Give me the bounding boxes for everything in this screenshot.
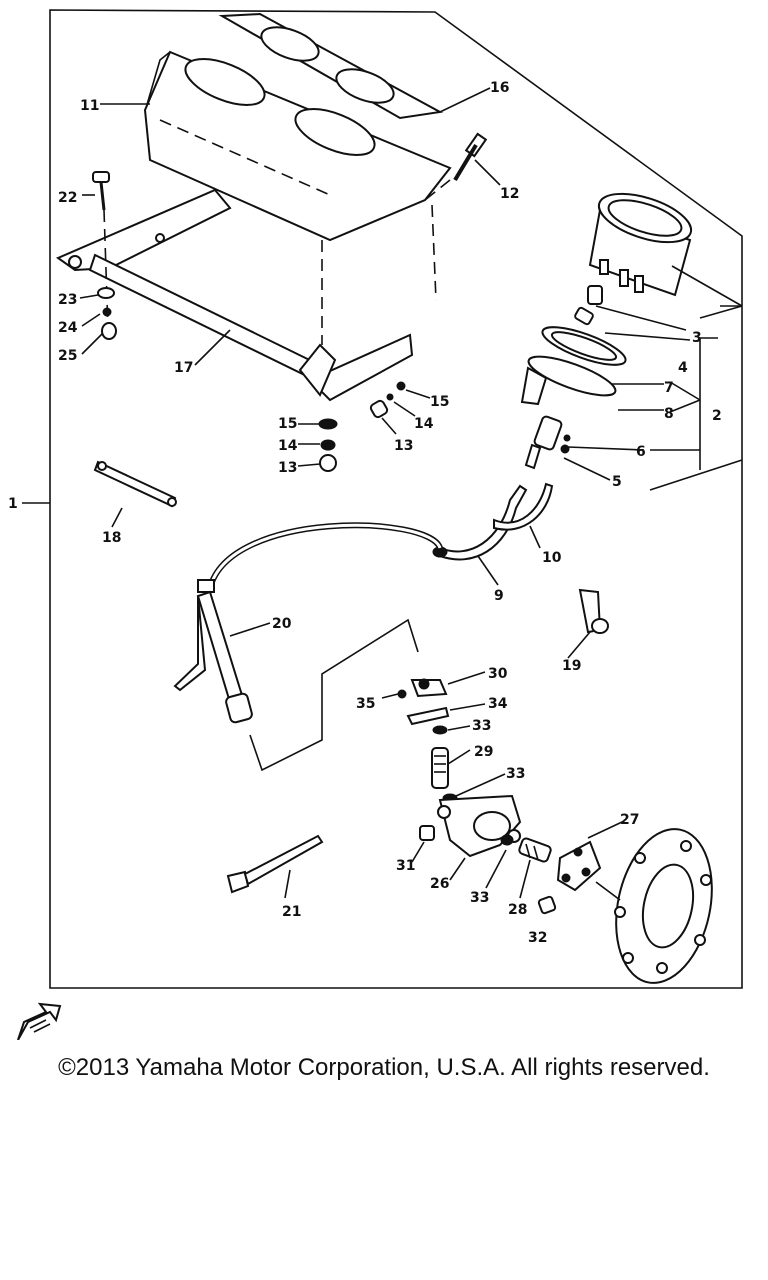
hub-flange xyxy=(614,828,713,984)
callout-11: 11 xyxy=(80,98,99,114)
part-12-bolt xyxy=(453,132,488,182)
callout-34: 34 xyxy=(488,696,508,712)
callout-9: 9 xyxy=(494,588,504,604)
part-33-oil-seal-a xyxy=(432,725,448,735)
callout-13a: 13 xyxy=(278,460,297,476)
callout-16: 16 xyxy=(490,80,509,96)
part-16-gasket xyxy=(218,12,444,120)
part-21-tool xyxy=(226,834,324,894)
part-14-washer-b xyxy=(386,393,394,401)
part-5-bulb xyxy=(560,444,570,454)
part-14-washer-a xyxy=(320,439,336,451)
callout-6: 6 xyxy=(636,444,646,460)
part-15-washer-b xyxy=(396,381,406,391)
callout-23: 23 xyxy=(58,292,77,308)
callout-33a: 33 xyxy=(472,718,491,734)
callout-12: 12 xyxy=(500,186,519,202)
part-18-clamp xyxy=(93,460,177,508)
callout-14b: 14 xyxy=(414,416,434,432)
part-13-nut-b xyxy=(369,399,389,419)
callout-27: 27 xyxy=(620,812,639,828)
part-22-bolt xyxy=(92,171,110,211)
callout-32: 32 xyxy=(528,930,547,946)
callout-31: 31 xyxy=(396,858,415,874)
part-24-washer xyxy=(102,307,112,317)
part-8-case xyxy=(520,355,617,406)
copyright-notice: ©2013 Yamaha Motor Corporation, U.S.A. A… xyxy=(58,1054,710,1081)
callout-7: 7 xyxy=(664,380,674,396)
part-20-speedometer-cable xyxy=(173,522,443,724)
callout-33c: 33 xyxy=(470,890,489,906)
part-28-drive-gear xyxy=(518,837,552,863)
callout-4: 4 xyxy=(678,360,688,376)
part-32-screw xyxy=(537,895,557,915)
callout-26: 26 xyxy=(430,876,449,892)
parts-diagram: 1 2 3 4 5 6 7 8 9 10 11 12 13 13 14 14 1… xyxy=(8,9,743,1040)
part-19-clamp xyxy=(578,588,609,634)
callout-29: 29 xyxy=(474,744,493,760)
part-31-screw xyxy=(419,825,435,841)
callout-19: 19 xyxy=(562,658,581,674)
callout-24: 24 xyxy=(58,320,78,336)
part-33-oil-seal-c xyxy=(500,834,514,846)
part-23-washer xyxy=(97,287,115,299)
callout-8: 8 xyxy=(664,406,674,422)
callout-15b: 15 xyxy=(430,394,449,410)
callout-21: 21 xyxy=(282,904,301,920)
part-34-plate xyxy=(406,706,450,726)
part-15-washer-a xyxy=(318,418,338,430)
part-35-screw xyxy=(397,689,407,699)
callout-14a: 14 xyxy=(278,438,298,454)
part-13-nut-a xyxy=(319,454,337,472)
part-3-socket xyxy=(587,285,603,305)
callout-33b: 33 xyxy=(506,766,525,782)
part-29-driven-gear xyxy=(431,747,449,789)
part-2-speedometer xyxy=(588,192,693,297)
part-7-cushion xyxy=(541,326,627,366)
callout-28: 28 xyxy=(508,902,527,918)
leader-lines xyxy=(79,87,623,901)
callout-17: 17 xyxy=(174,360,193,376)
part-10-lead-wire xyxy=(493,482,554,531)
diagram-frame xyxy=(49,9,743,989)
part-17-bracket xyxy=(55,188,414,402)
callout-18: 18 xyxy=(102,530,121,546)
callout-20: 20 xyxy=(272,616,292,632)
part-4-bulb xyxy=(574,306,594,326)
part-27-clutch xyxy=(556,840,602,892)
callout-15a: 15 xyxy=(278,416,297,432)
part-26-gear-housing xyxy=(437,794,522,858)
callout-10: 10 xyxy=(542,550,562,566)
callout-2: 2 xyxy=(712,408,722,424)
part-6-lamp-socket xyxy=(524,415,563,470)
part-25-nut xyxy=(101,322,117,340)
callout-13b: 13 xyxy=(394,438,413,454)
callout-1: 1 xyxy=(8,496,18,512)
callout-30: 30 xyxy=(488,666,508,682)
callout-25: 25 xyxy=(58,348,77,364)
front-direction-arrow-icon xyxy=(17,1002,62,1040)
part-30-bushing xyxy=(410,678,448,698)
callout-22: 22 xyxy=(58,190,77,206)
callout-5: 5 xyxy=(612,474,622,490)
callout-35: 35 xyxy=(356,696,375,712)
callout-3: 3 xyxy=(692,330,702,346)
part-11-meter-cover xyxy=(143,50,452,242)
